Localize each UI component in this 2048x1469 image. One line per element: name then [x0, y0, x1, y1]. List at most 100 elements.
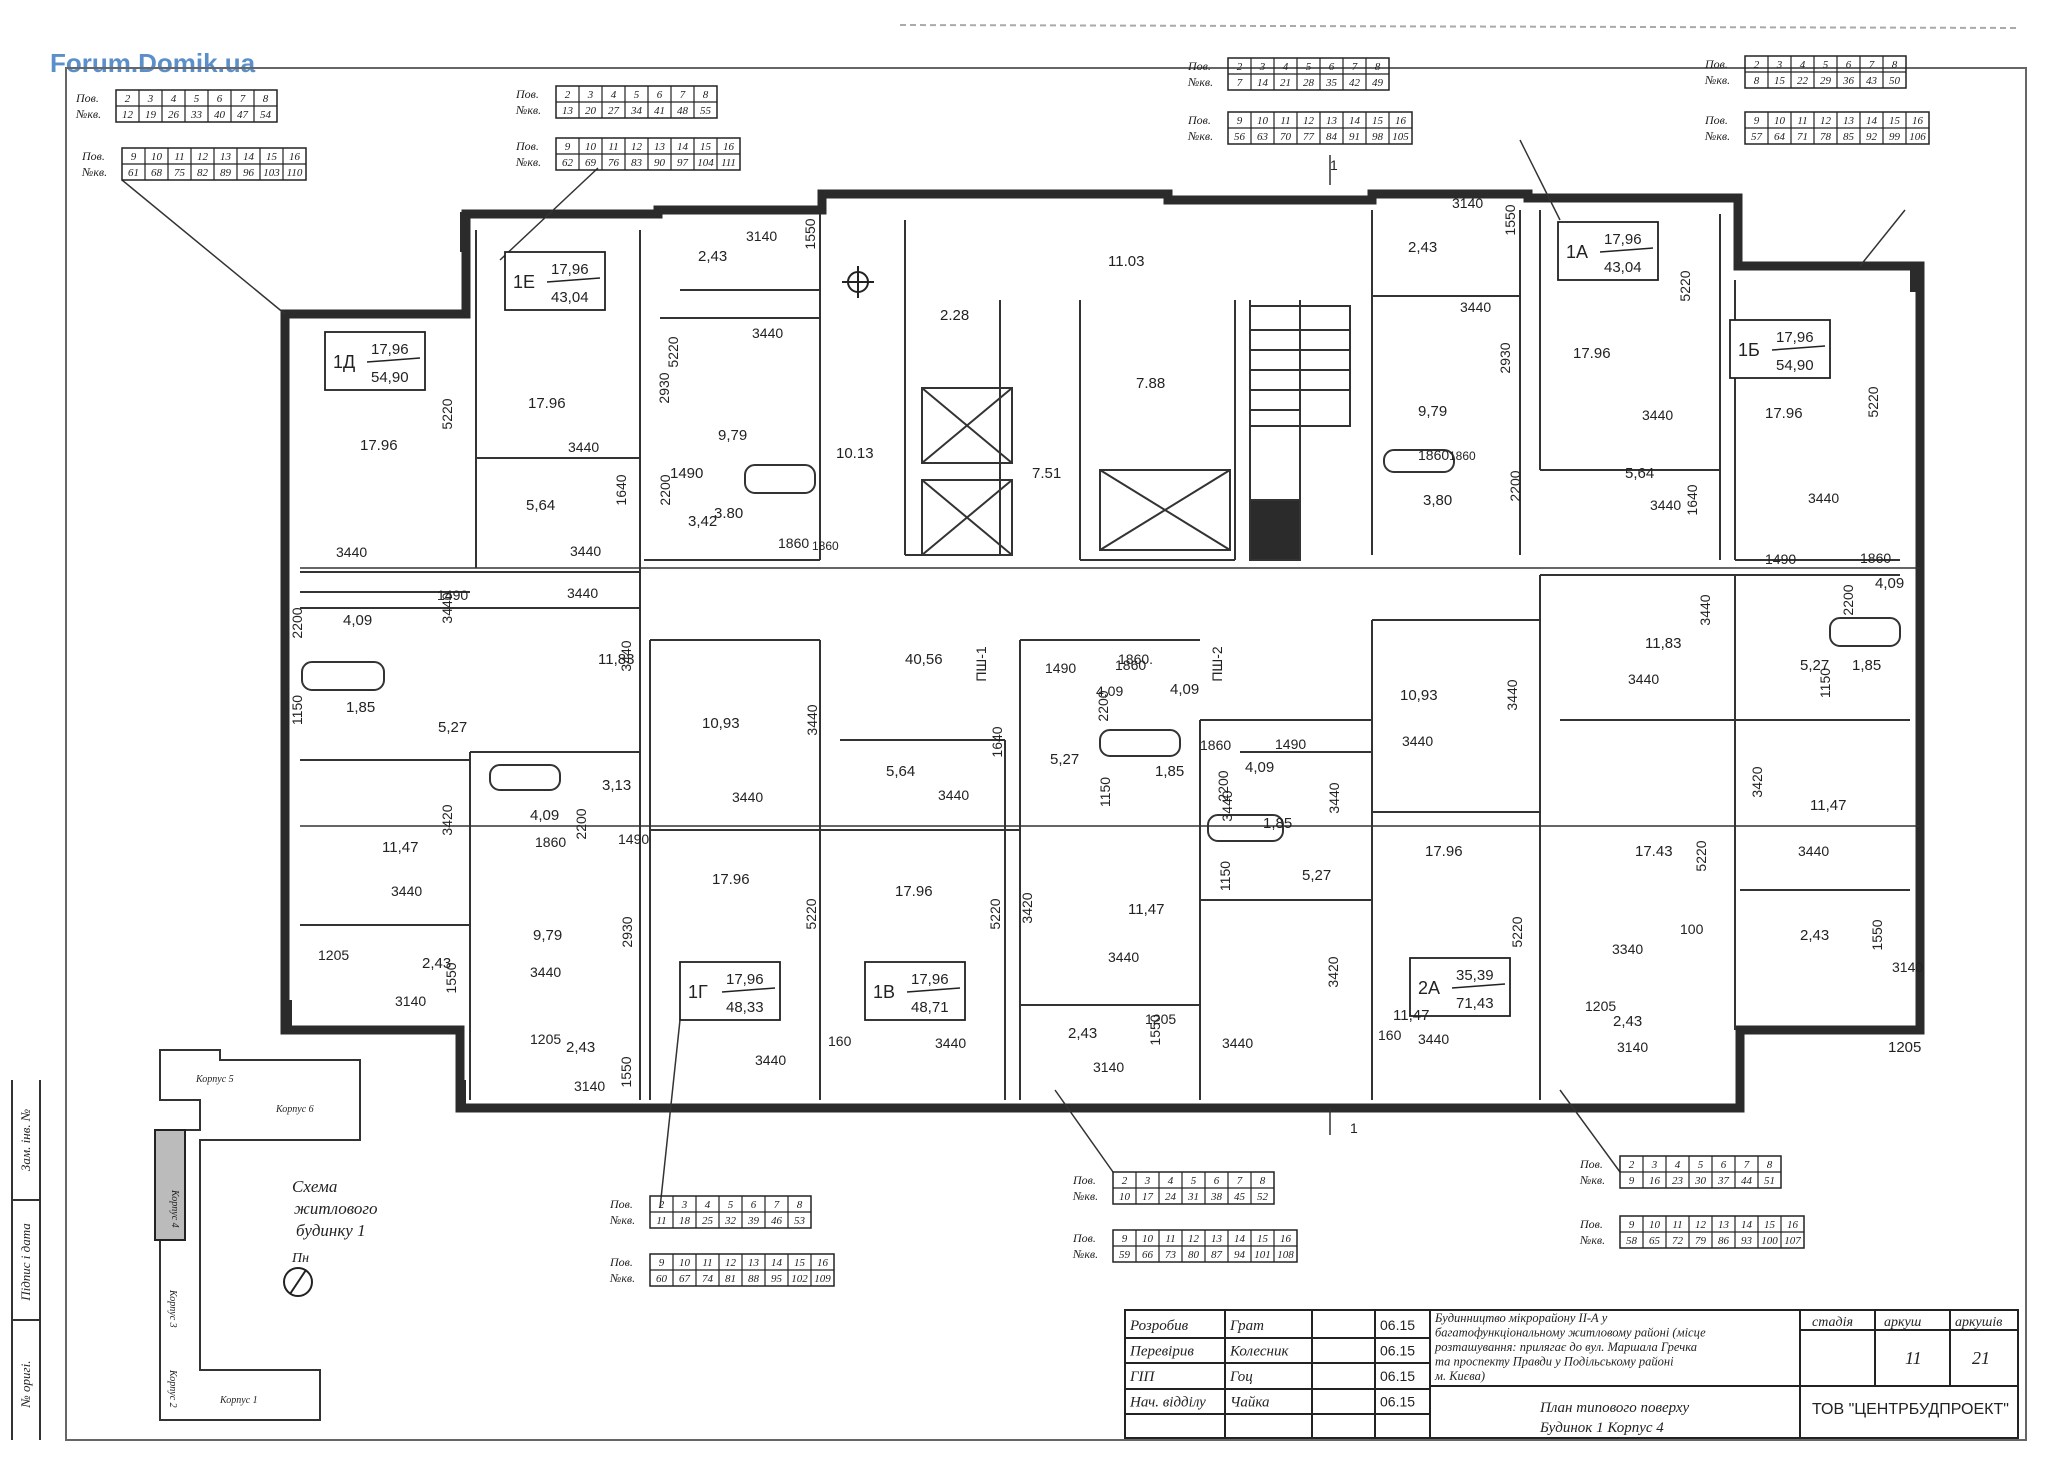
room-area: 3,80: [1423, 492, 1452, 509]
table-floor-cell: 16: [1787, 1219, 1799, 1231]
table-label-kv: №кв.: [1072, 1189, 1098, 1203]
table-apt-cell: 95: [771, 1273, 783, 1285]
title-name: Гоц: [1229, 1369, 1253, 1385]
apartment-labels: 1Д17,9654,901Е17,9643,041А17,9643,041Б17…: [324, 221, 1831, 1021]
table-apt-cell: 59: [1119, 1249, 1131, 1261]
dimension: 3440: [1798, 843, 1829, 859]
table-apt-cell: 39: [747, 1215, 760, 1227]
dimension-labels: 3140344034403440344034401490186031403440…: [318, 195, 1923, 1094]
table-apt-cell: 29: [1820, 75, 1832, 87]
title-role: Розробив: [1129, 1318, 1189, 1334]
dimension-vertical: 3440: [1504, 679, 1520, 710]
dimension: 3440: [1222, 1035, 1253, 1051]
dimension: 1860: [1200, 737, 1231, 753]
dimension-vertical: 1150: [1097, 777, 1113, 807]
room-area: 2,43: [566, 1039, 595, 1056]
table-apt-cell: 22: [1797, 75, 1809, 87]
table-floor-cell: 10: [679, 1257, 691, 1269]
apartment-box-border: [1409, 957, 1511, 1017]
table-apt-cell: 79: [1695, 1235, 1707, 1247]
table-apt-cell: 77: [1303, 131, 1315, 143]
project-description-line: та проспекту Правди у Подільському район…: [1435, 1355, 1674, 1369]
dimension: 3440: [1460, 299, 1491, 315]
table-floor-cell: 13: [1843, 115, 1855, 127]
dimension-vertical: 2200: [289, 607, 305, 638]
table-floor-cell: 12: [631, 141, 643, 153]
room-area: 10.13: [836, 445, 874, 462]
dimension-vertical: 1550: [802, 218, 818, 249]
dimension-vertical: 5220: [987, 898, 1003, 929]
dimension: 1860: [535, 834, 566, 850]
table-apt-cell: 81: [725, 1273, 736, 1285]
title-block-frame: [1124, 1309, 2019, 1439]
room-area: 10,93: [1400, 687, 1438, 704]
dimension: 3440: [732, 789, 763, 805]
table-apt-cell: 74: [702, 1273, 714, 1285]
dimension: 160: [1378, 1027, 1402, 1043]
table-label-pov: Пов.: [1704, 113, 1728, 127]
table-apt-cell: 87: [1211, 1249, 1223, 1261]
frame-top-dash: [899, 24, 2021, 29]
room-area: 40,56: [905, 651, 943, 668]
table-apt-cell: 109: [814, 1273, 831, 1285]
dimension: 3440: [1628, 671, 1659, 687]
dimension: 1205: [1145, 1011, 1176, 1027]
dimension-vertical: 2930: [1497, 342, 1513, 373]
table-floor-cell: 7: [1352, 61, 1358, 73]
dimension: 1490: [1275, 736, 1306, 752]
table-apt-cell: 9: [1629, 1175, 1635, 1187]
table-floor-cell: 16: [817, 1257, 829, 1269]
room-area: 3,13: [602, 777, 631, 794]
table-floor-cell: 6: [751, 1199, 757, 1211]
table-apt-cell: 25: [702, 1215, 714, 1227]
table-leaders: [121, 139, 1906, 1209]
table-label-pov: Пов.: [81, 149, 105, 163]
dimension: 3440: [1642, 407, 1673, 423]
room-area: 5,27: [438, 719, 467, 736]
table-floor-cell: 3: [1776, 59, 1783, 71]
dimension-vertical: 1550: [1147, 1014, 1163, 1045]
dimension: 3440: [755, 1052, 786, 1068]
room-area: 17.96: [712, 871, 750, 888]
dimension-vertical: 1150: [289, 695, 305, 725]
dimension: 1490: [1045, 660, 1076, 676]
title-role: ГІП: [1129, 1369, 1156, 1385]
room-area: 11,47: [1810, 797, 1846, 814]
table-label-pov: Пов.: [609, 1255, 633, 1269]
dimension: 3440: [567, 585, 598, 601]
dimension-vertical: 3420: [1019, 892, 1035, 923]
table-label-pov: Пов.: [1072, 1231, 1096, 1245]
table-apt-cell: 106: [1909, 131, 1926, 143]
title-name: Грат: [1229, 1318, 1264, 1334]
table-floor-cell: 2: [565, 89, 571, 101]
table-floor-cell: 9: [1754, 115, 1760, 127]
table-floor-cell: 15: [1764, 1219, 1776, 1231]
table-floor-cell: 14: [243, 151, 255, 163]
dimension: 3440: [570, 543, 601, 559]
table-label-pov: Пов.: [1187, 59, 1211, 73]
table-floor-cell: 11: [608, 141, 618, 153]
table-floor-cell: 6: [1214, 1175, 1220, 1187]
table-apt-cell: 7: [1237, 77, 1243, 89]
drawing-frame: [65, 67, 2027, 1441]
table-floor-cell: 2: [125, 93, 131, 105]
room-area: 2,43: [1408, 239, 1437, 256]
apartment-living-area: 17,96: [371, 341, 409, 358]
room-area: 7.51: [1032, 465, 1061, 482]
table-floor-cell: 6: [1721, 1159, 1727, 1171]
floor-apartment-tables: Пов.№кв.212319426533640747854Пов.№кв.961…: [75, 55, 1930, 1287]
dimension: 1860: [1418, 447, 1449, 463]
table-label-pov: Пов.: [1187, 113, 1211, 127]
floor-table-t14: Пов.№кв.95810651172127913861493151001610…: [1579, 1215, 1805, 1249]
table-apt-cell: 68: [151, 167, 163, 179]
dimension-vertical: 5220: [1693, 840, 1709, 871]
table-floor-cell: 4: [705, 1199, 711, 1211]
apartment-total-area: 48,71: [911, 999, 949, 1016]
title-role: Перевірив: [1129, 1344, 1194, 1360]
table-floor-cell: 7: [1237, 1175, 1243, 1187]
dimension: 160: [828, 1033, 852, 1049]
